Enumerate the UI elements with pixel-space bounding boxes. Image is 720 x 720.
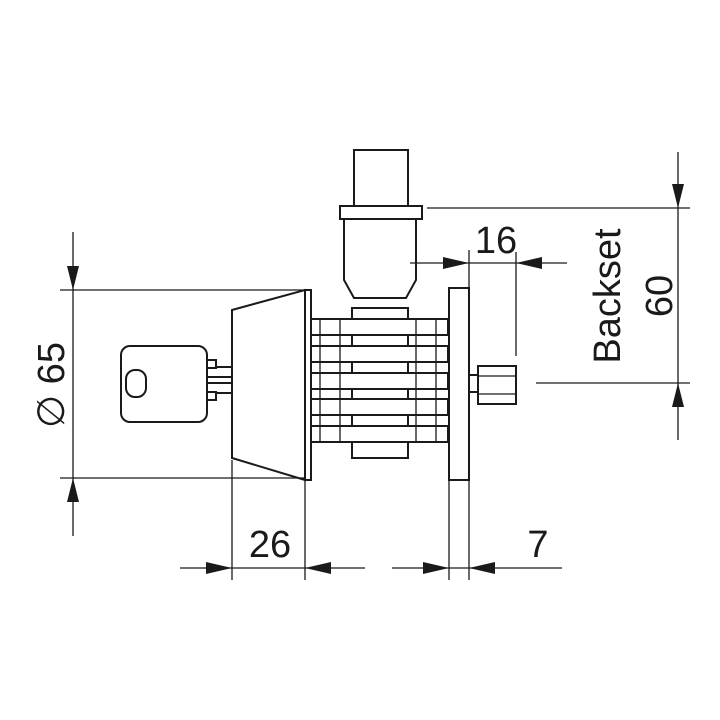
backset-label: Backset <box>587 228 629 364</box>
backset-value: 60 <box>639 275 681 317</box>
dimension-backset <box>427 152 690 440</box>
spindle-nut <box>468 365 517 405</box>
latch-bolt <box>339 149 423 299</box>
mounting-plate <box>448 287 470 481</box>
plate-thickness-label: 7 <box>527 524 548 566</box>
dimension-diameter <box>60 232 305 536</box>
bolt-offset-label: 16 <box>475 220 517 262</box>
cylinder-rose <box>231 288 306 482</box>
dimension-bolt-offset <box>410 250 567 356</box>
cylinder-length-label: 26 <box>249 524 291 566</box>
dimension-plate-thickness <box>392 480 562 580</box>
dimension-cylinder-length <box>180 460 365 580</box>
key <box>120 345 233 423</box>
rose-flange <box>304 289 312 481</box>
diameter-label: ∅ 65 <box>31 342 73 428</box>
